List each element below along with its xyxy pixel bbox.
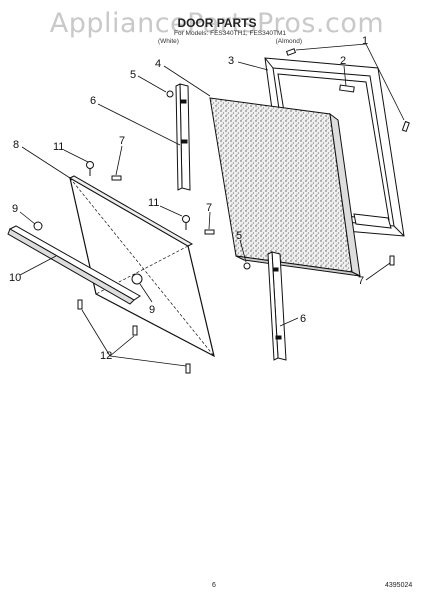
screw-part-12-bottom — [185, 363, 191, 374]
nut-part-5-lower — [243, 262, 251, 270]
end-cap-part-9-right — [131, 273, 143, 285]
door-insulation — [209, 97, 361, 277]
callout-5-upper: 5 — [130, 69, 136, 81]
callout-6-upper: 6 — [90, 95, 96, 107]
callout-12: 12 — [100, 350, 112, 362]
end-cap-part-9-left — [33, 221, 43, 231]
callout-10: 10 — [9, 272, 21, 284]
callout-6-lower: 6 — [300, 313, 306, 325]
document-code: 4395024 — [385, 582, 413, 589]
callout-7-right: 7 — [206, 202, 212, 214]
outer-door-panel — [68, 175, 215, 358]
callout-11-right: 11 — [148, 197, 159, 209]
screw-part-12-left — [77, 299, 83, 310]
callout-3: 3 — [228, 55, 234, 67]
subtitle-almond: (Almond) — [275, 38, 302, 45]
badge-part-2 — [339, 84, 355, 93]
callout-11-left: 11 — [53, 141, 64, 153]
hinge-channel-upper — [175, 83, 191, 191]
screw-part-7-right — [204, 229, 215, 235]
screw-part-11-left — [86, 161, 94, 176]
hinge-channel-lower — [267, 251, 287, 361]
leader-lines — [19, 43, 405, 367]
subtitle-models: For Models: FES340TH1, FES340TM1 — [174, 30, 286, 37]
callout-9-left: 9 — [12, 203, 18, 215]
watermark-text: AppliancePartsPros.com — [49, 8, 385, 39]
screw-part-1-right — [401, 120, 410, 133]
door-handle — [7, 225, 141, 305]
diagram-title: DOOR PARTS — [177, 16, 257, 30]
screw-part-7-lower — [389, 255, 395, 266]
callout-5-lower: 5 — [236, 230, 242, 242]
subtitle-white: (White) — [158, 38, 179, 45]
callout-9-right: 9 — [149, 304, 155, 316]
screw-part-7-left — [111, 175, 122, 181]
callout-2: 2 — [340, 55, 346, 67]
diagram-subtitle: For Models: FES340TH1, FES340TM1 (White)… — [150, 30, 310, 46]
page-number: 6 — [212, 582, 216, 589]
screw-part-1-top — [285, 48, 297, 56]
callout-7-lower: 7 — [358, 275, 364, 287]
screw-part-12-mid — [132, 325, 138, 336]
screw-part-11-right — [182, 215, 190, 230]
callout-4: 4 — [155, 58, 161, 70]
callout-1-top: 1 — [362, 35, 368, 47]
callout-8: 8 — [13, 139, 19, 151]
callout-7-left: 7 — [119, 135, 125, 147]
nut-part-5-upper — [166, 90, 174, 98]
